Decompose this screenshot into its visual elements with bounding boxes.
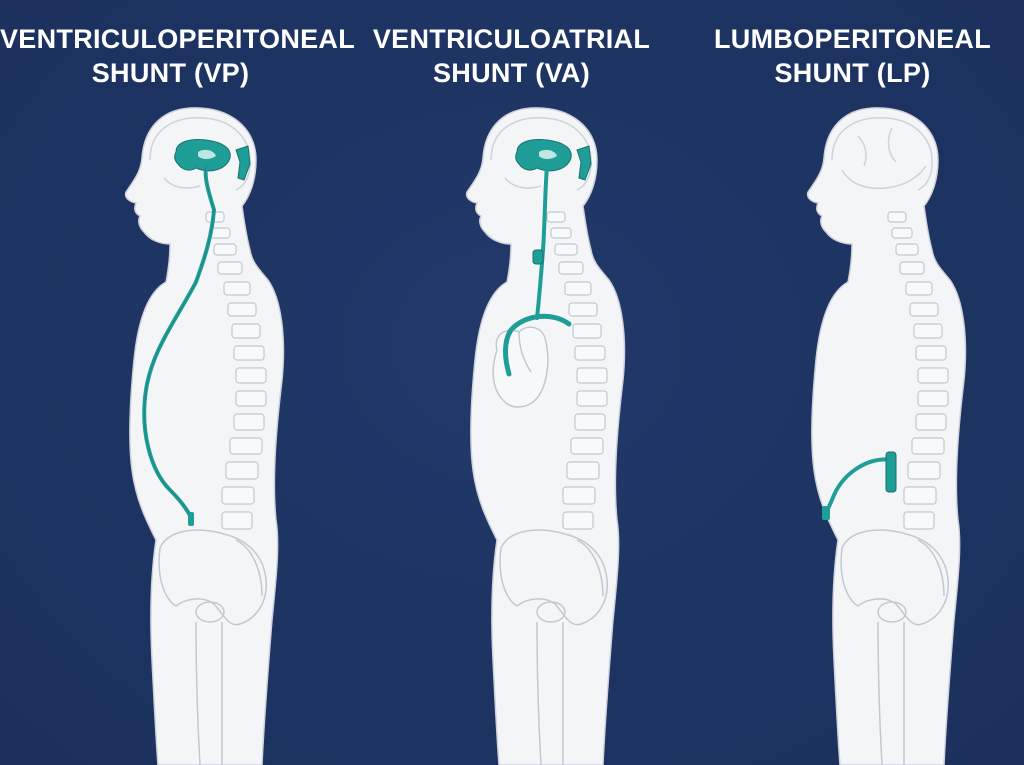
pelvis	[840, 529, 949, 765]
brain-ventricle	[174, 139, 251, 181]
panel-title-line2: SHUNT (VP)	[91, 58, 250, 88]
spine	[887, 211, 949, 530]
panel-vp-shunt: VENTRICULOPERITONEAL SHUNT (VP)	[0, 0, 356, 765]
shunt-catheter	[822, 451, 897, 520]
body-silhouette	[465, 107, 626, 765]
panel-title: VENTRICULOPERITONEAL SHUNT (VP)	[0, 22, 356, 90]
brain-ventricle	[515, 139, 592, 181]
skull-outline	[149, 117, 251, 191]
figure-lp	[806, 107, 967, 765]
panel-title-line1: VENTRICULOATRIAL	[372, 24, 651, 54]
spine	[205, 211, 267, 530]
pelvis	[158, 529, 267, 765]
panel-title: VENTRICULOATRIAL SHUNT (VA)	[341, 22, 682, 90]
brain-outline	[831, 117, 933, 191]
panel-va-shunt: VENTRICULOATRIAL SHUNT (VA)	[341, 0, 682, 765]
pelvis	[499, 529, 608, 765]
panel-title-line1: VENTRICULOPERITONEAL	[0, 24, 356, 54]
heart-outline	[492, 326, 549, 408]
body-silhouette	[124, 107, 285, 765]
shunt-catheter	[142, 164, 217, 526]
skull-outline	[490, 117, 592, 191]
shunt-catheter	[503, 164, 572, 377]
panel-title-line2: SHUNT (LP)	[774, 58, 931, 88]
figure-vp	[124, 107, 285, 765]
figure-va	[465, 107, 626, 765]
body-silhouette	[806, 107, 967, 765]
panel-title-line1: LUMBOPERITONEAL	[713, 24, 991, 54]
panel-title: LUMBOPERITONEAL SHUNT (LP)	[682, 22, 1023, 90]
spine	[546, 211, 608, 530]
panel-title-line2: SHUNT (VA)	[433, 58, 590, 88]
panel-lp-shunt: LUMBOPERITONEAL SHUNT (LP)	[682, 0, 1023, 765]
